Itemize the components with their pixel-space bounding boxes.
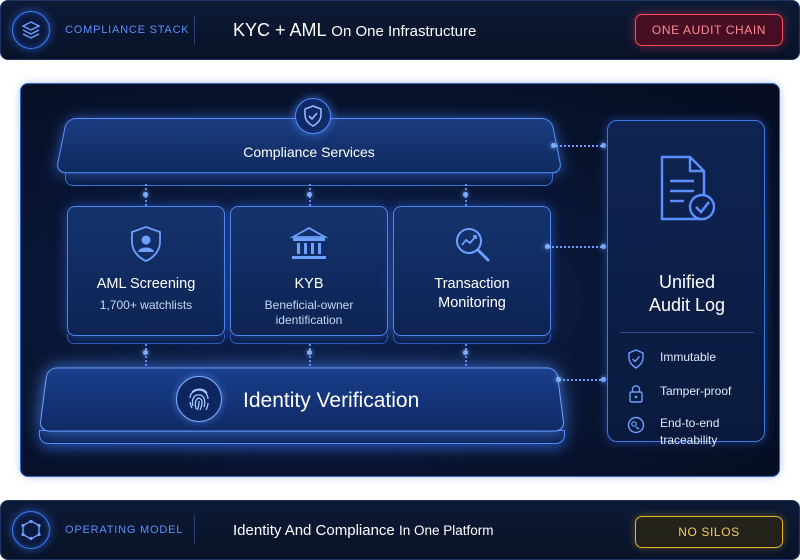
card-aml-screening: AML Screening 1,700+ watchlists (67, 206, 225, 336)
foundation-label: Identity Verification (243, 389, 420, 412)
feature-label: End-to-end traceability (660, 416, 720, 447)
foundation-slab-edge (39, 430, 565, 444)
connector-node (143, 350, 148, 355)
header-title: KYC + AML On One Infrastructure (233, 20, 476, 41)
feature-label: Immutable (660, 350, 717, 364)
footer-bar: OPERATING MODEL Identity And Compliance … (0, 500, 800, 560)
connector-node (601, 244, 606, 249)
header-bar: COMPLIANCE STACK KYC + AML On One Infras… (0, 0, 800, 60)
connector-node (601, 377, 606, 382)
card-kyb: KYB Beneficial-owner identification (230, 206, 388, 336)
card-title: AML Screening (96, 276, 196, 292)
no-silos-badge: NO SILOS (635, 516, 783, 548)
connector-node (551, 143, 556, 148)
card-title: KYB (294, 276, 324, 292)
card-edge (230, 334, 388, 344)
shield-check-icon (626, 349, 646, 369)
connector-node (307, 192, 312, 197)
card-subtitle: 1,700+ watchlists (99, 298, 193, 312)
services-label: Compliance Services (243, 144, 375, 160)
card-title: Transaction Monitoring (434, 276, 510, 311)
footer-title-rest: In One Platform (398, 522, 494, 538)
connector (553, 145, 605, 147)
header-tag: COMPLIANCE STACK (65, 24, 190, 36)
user-shield-icon (68, 225, 224, 263)
header-title-rest: On One Infrastructure (331, 22, 477, 40)
bank-icon (231, 225, 387, 263)
connector (309, 344, 311, 366)
feature-tamper-proof: Tamper-proof (626, 383, 731, 403)
connector (145, 344, 147, 366)
feature-label: Tamper-proof (660, 384, 732, 398)
connector-node (601, 143, 606, 148)
chart-search-icon (394, 225, 550, 263)
fingerprint-icon (176, 376, 222, 422)
lock-icon (626, 383, 646, 403)
audit-chain-badge: ONE AUDIT CHAIN (635, 14, 783, 46)
architecture-diagram: Compliance Services AML Screening 1,700+… (20, 83, 780, 477)
footer-tag: OPERATING MODEL (65, 524, 184, 536)
connector-node (307, 350, 312, 355)
card-transaction-monitoring: Transaction Monitoring (393, 206, 551, 336)
card-edge (393, 334, 551, 344)
feature-traceability: End-to-end traceability (626, 415, 740, 449)
audit-log-title: Unified Audit Log (648, 272, 726, 315)
feature-immutable: Immutable (626, 349, 716, 369)
audit-divider (620, 332, 754, 333)
footer-divider (194, 515, 195, 545)
header-divider (194, 15, 195, 45)
connector-node (463, 350, 468, 355)
connector (559, 379, 605, 381)
connector-node (545, 244, 550, 249)
connector (549, 246, 605, 248)
document-check-icon (656, 155, 720, 230)
shield-check-icon (295, 98, 331, 134)
trace-icon (626, 415, 646, 435)
card-edge (67, 334, 225, 344)
footer-title: Identity And Compliance In One Platform (233, 522, 493, 539)
audit-log-panel: Unified Audit Log Immutable Tamper-proof (607, 120, 765, 447)
card-subtitle: Beneficial-owner identification (264, 298, 354, 327)
connector-node (463, 192, 468, 197)
connector-node (143, 192, 148, 197)
layers-icon (12, 11, 50, 49)
footer-title-bold: Identity And Compliance (233, 521, 395, 539)
connector-node (556, 377, 561, 382)
hexagon-network-icon (12, 511, 50, 549)
connector (465, 344, 467, 366)
header-title-bold: KYC + AML (233, 19, 327, 40)
